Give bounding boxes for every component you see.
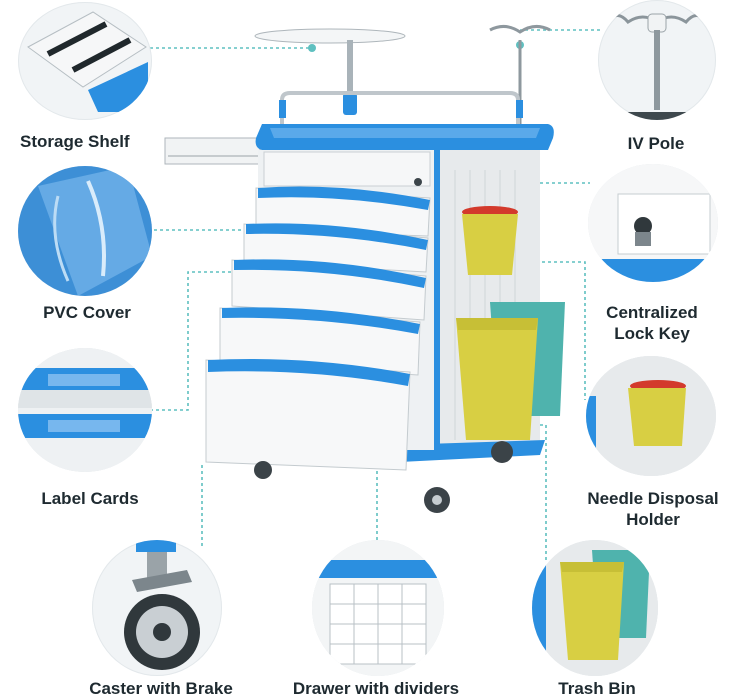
- trash-bin-label: Trash Bin: [558, 679, 636, 698]
- iv-pole-detail: [598, 0, 716, 120]
- storage-shelf-label: Storage Shelf: [20, 132, 130, 151]
- storage-shelf-detail: [18, 2, 152, 120]
- lock-key-label: Centralized Lock Key: [572, 302, 732, 344]
- iv-pole-label: IV Pole: [627, 134, 685, 153]
- needle-holder-label: Needle Disposal Holder: [570, 488, 736, 530]
- needle-holder-label-line-1: Needle Disposal: [587, 489, 719, 508]
- lock-key-label-line-2: Lock Key: [614, 324, 690, 343]
- caster-label: Caster with Brake: [89, 679, 233, 698]
- caster-detail: [92, 540, 222, 676]
- drawer-dividers-detail: [312, 540, 444, 676]
- label-cards-detail: [18, 348, 152, 472]
- drawer-dividers-label: Drawer with dividers: [292, 679, 460, 698]
- lock-key-detail: [588, 164, 718, 282]
- needle-holder-label-line-2: Holder: [626, 510, 680, 529]
- cart-casters: [254, 441, 513, 513]
- pvc-cover-label: PVC Cover: [43, 303, 131, 322]
- lock-key-label-line-1: Centralized: [606, 303, 698, 322]
- needle-holder-on-cart: [462, 206, 518, 275]
- drawers: [205, 186, 431, 471]
- needle-holder-detail: [586, 356, 716, 476]
- storage-shelf-tray: [254, 28, 406, 115]
- label-cards-label: Label Cards: [41, 489, 139, 508]
- trash-bin-detail: [532, 540, 658, 676]
- trash-bins-on-cart: [456, 302, 565, 440]
- pvc-cover-detail: [18, 166, 152, 296]
